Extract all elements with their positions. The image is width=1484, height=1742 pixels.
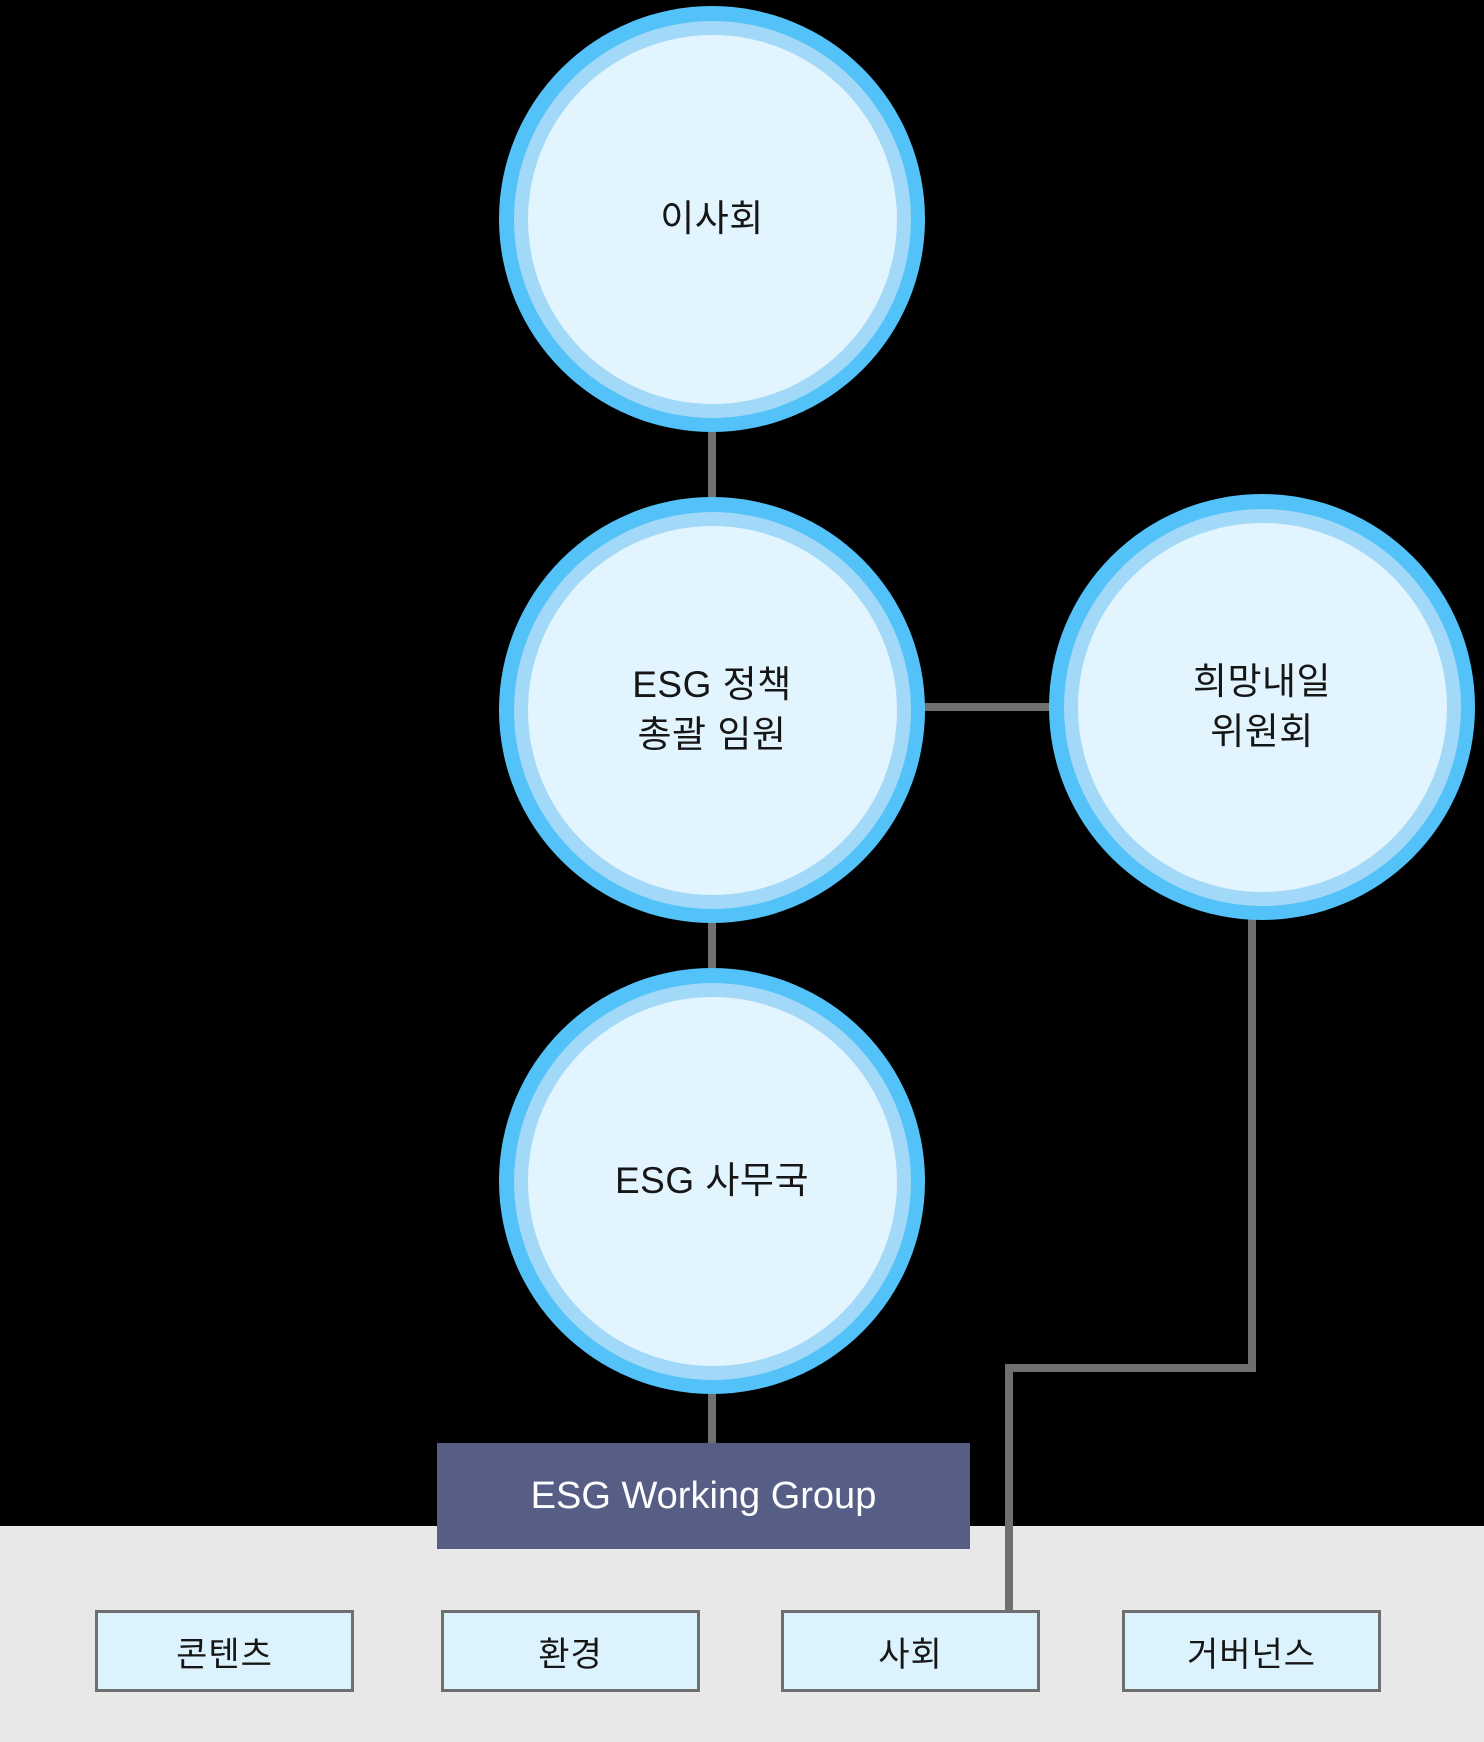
connector-committee-to-society — [1005, 1364, 1013, 1614]
pillar-box-environment: 환경 — [441, 1610, 700, 1692]
node-board-circle: 이사회 — [499, 6, 925, 432]
node-hope-tomorrow-committee-circle: 희망내일 위원회 — [1049, 494, 1475, 920]
pillar-box-contents-text: 콘텐츠 — [176, 1635, 273, 1674]
node-esg-policy-executive-ring: ESG 정책 총괄 임원 — [513, 511, 911, 909]
node-esg-policy-executive-line2: 총괄 임원 — [637, 714, 787, 755]
node-hope-tomorrow-committee-ring: 희망내일 위원회 — [1063, 508, 1461, 906]
node-esg-office-text: ESG 사무국 — [614, 1160, 810, 1201]
node-esg-office-ring: ESG 사무국 — [513, 982, 911, 1380]
connector-executive-to-office — [708, 908, 716, 980]
node-esg-policy-executive-circle: ESG 정책 총괄 임원 — [499, 497, 925, 923]
connector-office-to-working-group — [708, 1384, 716, 1448]
node-hope-tomorrow-committee-line1: 희망내일 — [1192, 661, 1332, 702]
pillar-box-governance-text: 거버넌스 — [1186, 1635, 1317, 1674]
node-hope-tomorrow-committee-label: 희망내일 위원회 — [1077, 522, 1447, 892]
node-board-ring: 이사회 — [513, 20, 911, 418]
node-esg-office-circle: ESG 사무국 — [499, 968, 925, 1394]
node-esg-working-group-text: ESG Working Group — [530, 1474, 877, 1517]
connector-board-to-executive — [708, 418, 716, 508]
pillar-box-environment-text: 환경 — [538, 1635, 603, 1674]
node-esg-policy-executive-line1: ESG 정책 — [632, 664, 792, 705]
node-esg-working-group: ESG Working Group — [437, 1443, 970, 1549]
pillar-box-governance: 거버넌스 — [1122, 1610, 1381, 1692]
pillar-box-society-text: 사회 — [878, 1635, 943, 1674]
node-hope-tomorrow-committee-line2: 위원회 — [1210, 711, 1314, 752]
connector-executive-to-committee — [915, 703, 1057, 711]
pillar-box-society: 사회 — [781, 1610, 1040, 1692]
node-esg-office-label: ESG 사무국 — [527, 996, 897, 1366]
pillar-box-contents: 콘텐츠 — [95, 1610, 354, 1692]
node-board-text: 이사회 — [660, 198, 764, 239]
node-board-label: 이사회 — [527, 34, 897, 404]
connector-committee-elbow-across — [1005, 1364, 1256, 1372]
connector-committee-elbow-down — [1248, 912, 1256, 1372]
node-esg-policy-executive-label: ESG 정책 총괄 임원 — [527, 525, 897, 895]
